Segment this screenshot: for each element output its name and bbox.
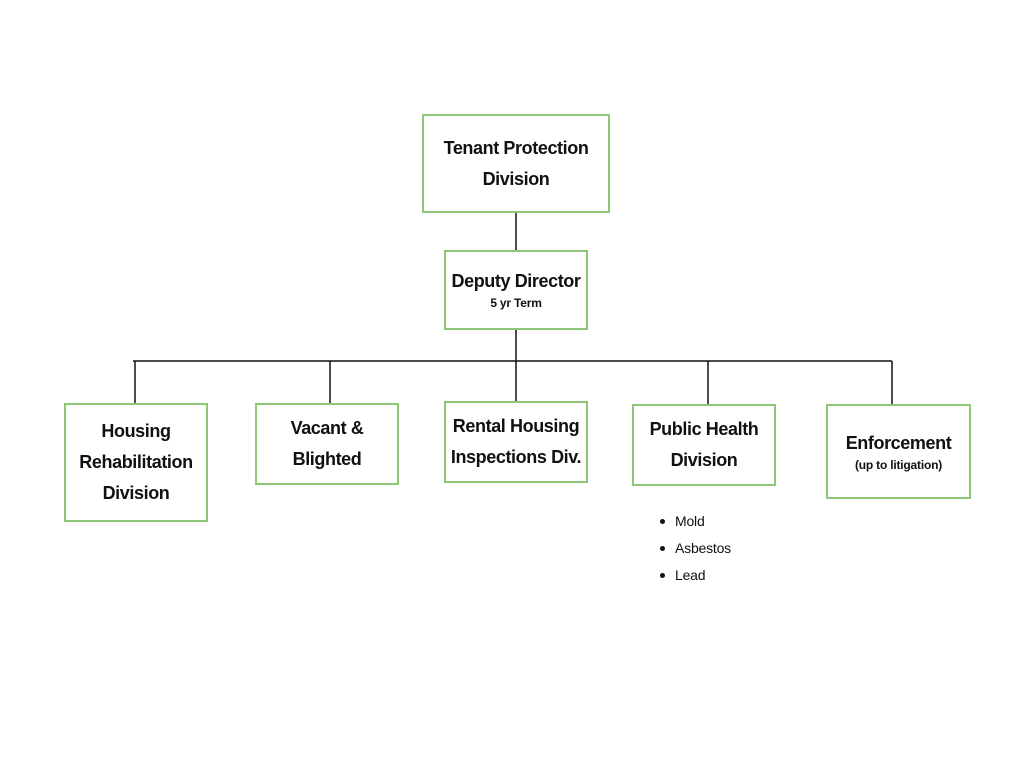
- list-item-label: Asbestos: [675, 540, 731, 556]
- list-item: Asbestos: [660, 535, 731, 562]
- division-line: Inspections Div.: [450, 447, 582, 467]
- rental-housing-inspections-box: Rental Housing Inspections Div.: [444, 401, 588, 483]
- deputy-director-box: Deputy Director 5 yr Term: [444, 250, 588, 330]
- division-line: Division: [102, 483, 170, 503]
- deputy-title: Deputy Director: [451, 271, 581, 291]
- housing-rehabilitation-division-box: Housing Rehabilitation Division: [64, 403, 208, 522]
- root-title-line2: Division: [482, 168, 550, 189]
- root-title-line1: Tenant Protection: [443, 137, 589, 158]
- division-line: Blighted: [292, 449, 362, 469]
- division-sub: (up to litigation): [854, 457, 943, 472]
- tenant-protection-division-box: Tenant Protection Division: [422, 114, 610, 213]
- vacant-blighted-box: Vacant & Blighted: [255, 403, 399, 485]
- list-item-label: Mold: [675, 513, 705, 529]
- bullet-icon: [660, 519, 665, 524]
- public-health-items-list: Mold Asbestos Lead: [660, 508, 731, 589]
- list-item-label: Lead: [675, 567, 706, 583]
- deputy-subtitle: 5 yr Term: [490, 296, 542, 310]
- bullet-icon: [660, 546, 665, 551]
- enforcement-box: Enforcement (up to litigation): [826, 404, 971, 499]
- list-item: Mold: [660, 508, 731, 535]
- public-health-division-box: Public Health Division: [632, 404, 776, 486]
- division-line: Division: [670, 450, 738, 470]
- division-line: Rental Housing: [452, 416, 580, 436]
- division-line: Enforcement: [845, 432, 952, 453]
- list-item: Lead: [660, 562, 731, 589]
- division-line: Rehabilitation: [79, 452, 193, 472]
- bullet-icon: [660, 573, 665, 578]
- division-line: Housing: [101, 421, 171, 441]
- division-line: Vacant &: [290, 418, 364, 438]
- division-line: Public Health: [649, 419, 759, 439]
